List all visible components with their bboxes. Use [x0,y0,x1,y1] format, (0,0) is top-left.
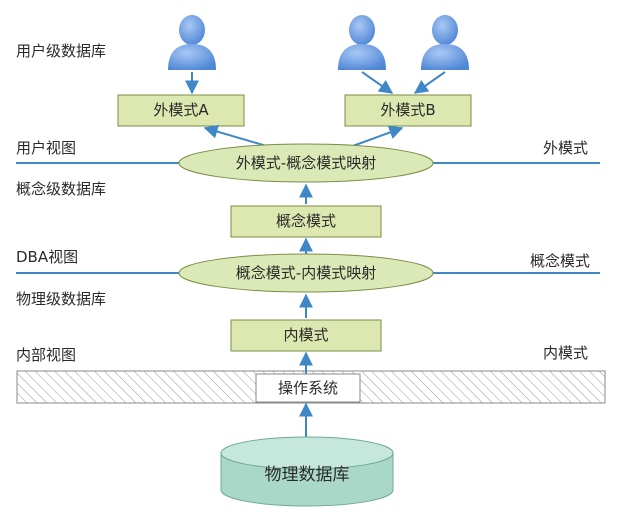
arrow-map-to-a [203,124,271,148]
concept-db-label: 概念级数据库 [16,180,107,198]
physical-db-text: 物理数据库 [264,465,350,485]
external-b-box [344,94,472,127]
arrow-map-to-b [349,125,404,148]
os-box [255,373,361,403]
internal-schema-label: 内模式 [543,344,589,362]
external-a-text: 外模式A [153,101,209,119]
physical-db-level-label: 物理级数据库 [16,290,107,308]
external-schema-label: 外模式 [543,139,589,157]
concept-internal-mapping-ellipse [178,253,434,293]
user-icon [338,15,386,70]
user-db-label: 用户级数据库 [16,42,107,60]
internal-box [230,319,382,352]
arrow-user-to-b2 [413,71,446,94]
ext-concept-mapping-ellipse [178,143,434,183]
os-text: 操作系统 [277,379,338,397]
concept-internal-mapping-text: 概念模式-内模式映射 [235,264,377,282]
arrow-user-to-b1 [361,71,394,94]
conceptual-box [230,205,382,238]
user-icon [421,15,469,70]
database-cylinder-icon [220,436,394,507]
internal-view-label: 内部视图 [16,346,77,364]
dba-view-label: DBA视图 [16,248,79,266]
external-b-text: 外模式B [380,101,436,119]
external-a-box [117,94,245,127]
conceptual-text: 概念模式 [275,212,336,230]
ext-concept-mapping-text: 外模式-概念模式映射 [235,154,377,172]
internal-text: 内模式 [283,326,329,344]
conceptual-schema-label: 概念模式 [530,252,591,270]
user-icon [168,15,216,70]
user-view-label: 用户视图 [16,139,77,157]
